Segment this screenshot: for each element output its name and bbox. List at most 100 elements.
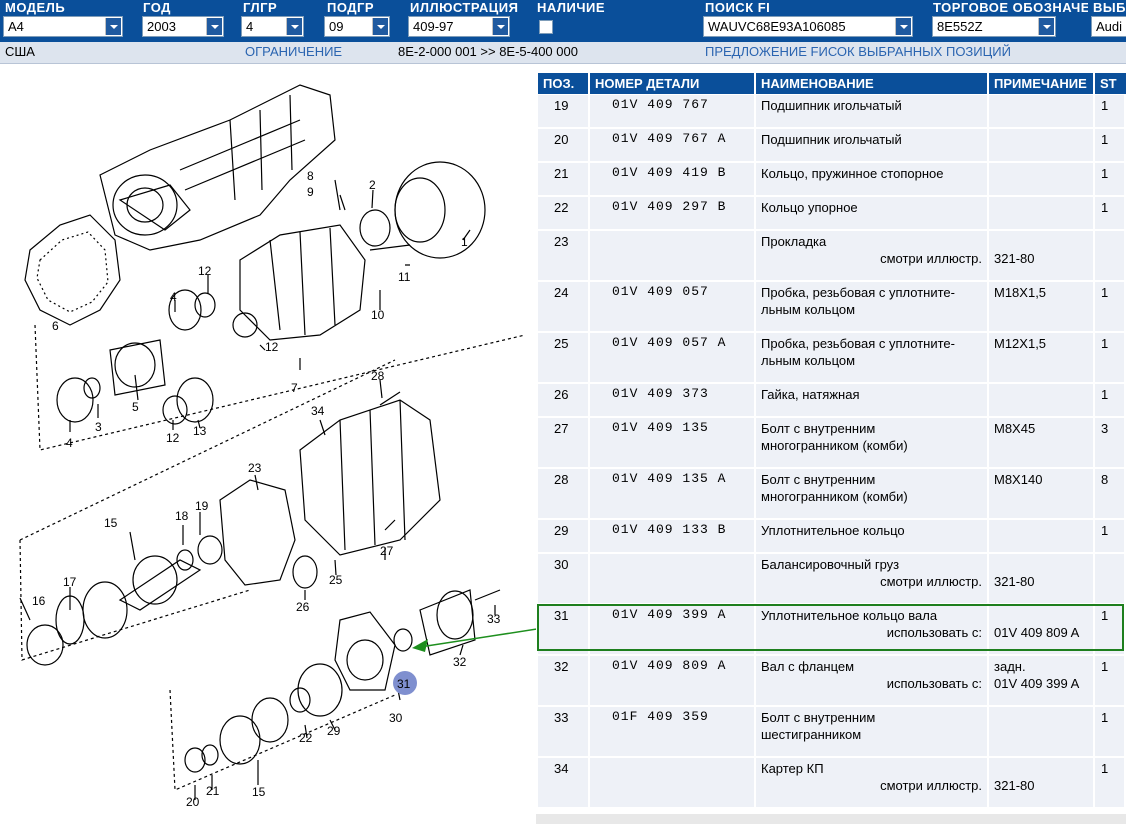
- table-cell: [590, 129, 756, 163]
- offer-link[interactable]: ПРЕДЛОЖЕНИЕ FИСОК ВЫБРАННЫХ ПОЗИЦИЙ: [705, 44, 1011, 59]
- part-name-cell: многогранником (комби): [761, 438, 908, 453]
- callout-label: 3: [95, 420, 102, 434]
- callout-label: 4: [66, 436, 73, 450]
- illustration-select[interactable]: 409-97: [408, 16, 510, 37]
- main-group-select[interactable]: 4: [241, 16, 304, 37]
- gearbox-case-drawing: [299, 399, 441, 556]
- callout-label: 9: [307, 185, 314, 199]
- table-cell: [590, 418, 756, 469]
- chevron-down-icon[interactable]: [1038, 18, 1054, 35]
- table-cell: [1095, 231, 1126, 282]
- part-name-cell: Кольцо, пружинное стопорное: [761, 166, 944, 181]
- position-cell: 19: [554, 98, 569, 113]
- callout-label: 6: [52, 319, 59, 333]
- part-name-cell: Балансировочный груз: [761, 557, 900, 572]
- callout-label: 19: [195, 499, 209, 513]
- exploded-diagram: 1 2 3 4 4 5 6 7 8 9 10 11 12 12 12 13 15…: [0, 64, 538, 824]
- gasket-drawing: [24, 214, 121, 326]
- selected-callout-marker[interactable]: [393, 671, 417, 695]
- table-cell: [1095, 95, 1126, 129]
- brand-select[interactable]: Audi: [1091, 16, 1126, 37]
- column-header-part-number[interactable]: НОМЕР ДЕТАЛИ: [590, 73, 754, 94]
- year-value: 2003: [147, 19, 176, 34]
- callout-label: 7: [291, 381, 298, 395]
- search-fi-select[interactable]: WAUVC68E93A106085: [703, 16, 913, 37]
- chevron-down-icon[interactable]: [492, 18, 508, 35]
- table-cell: [538, 469, 590, 520]
- chevron-down-icon[interactable]: [105, 18, 121, 35]
- callout-label: 34: [311, 404, 325, 418]
- table-cell: [989, 197, 1095, 231]
- table-cell: [756, 656, 989, 707]
- table-cell: [1095, 707, 1126, 758]
- table-cell: [756, 520, 989, 554]
- subgroup-select[interactable]: 09: [324, 16, 390, 37]
- part-number-cell: 01V 409 767 A: [612, 131, 727, 146]
- part-name-cell: многогранником (комби): [761, 489, 908, 504]
- subgroup-value: 09: [329, 19, 344, 34]
- trade-designation-select[interactable]: 8E552Z: [932, 16, 1056, 37]
- table-cell: [989, 129, 1095, 163]
- part-name-cell: льным кольцом: [761, 353, 856, 368]
- table-cell: [538, 197, 590, 231]
- callout-label: 23: [248, 461, 262, 475]
- quantity-cell: 1: [1101, 761, 1109, 776]
- column-header-pos[interactable]: ПОЗ.: [538, 73, 588, 94]
- horizontal-scrollbar[interactable]: [536, 814, 1126, 824]
- callout-label: 31: [397, 677, 411, 691]
- brand-value: Audi: [1096, 19, 1123, 34]
- table-cell: [1095, 129, 1126, 163]
- column-header-name[interactable]: НАИМЕНОВАНИЕ: [756, 73, 987, 94]
- quantity-cell: 1: [1101, 336, 1109, 351]
- year-select[interactable]: 2003: [142, 16, 224, 37]
- callout-label: 15: [252, 785, 266, 799]
- position-cell: 30: [554, 557, 569, 572]
- callout-label: 12: [166, 431, 180, 445]
- table-cell: [756, 469, 989, 520]
- chevron-down-icon[interactable]: [372, 18, 388, 35]
- sub-note-cell: 01V 409 399 A: [994, 676, 1080, 691]
- part-number-cell: 01V 409 399 A: [612, 607, 727, 622]
- part-number-cell: 01V 409 419 B: [612, 165, 727, 180]
- select-label: ВЫБ: [1093, 0, 1126, 15]
- table-cell: [989, 520, 1095, 554]
- availability-checkbox[interactable]: [539, 20, 553, 34]
- quantity-cell: 1: [1101, 710, 1109, 725]
- part-name-cell: Уплотнительное кольцо вала: [761, 608, 938, 623]
- chevron-down-icon[interactable]: [206, 18, 222, 35]
- table-cell: [1095, 333, 1126, 384]
- chevron-down-icon[interactable]: [895, 18, 911, 35]
- model-select[interactable]: A4: [3, 16, 123, 37]
- column-header-note[interactable]: ПРИМЕЧАНИЕ: [989, 73, 1093, 94]
- table-cell: [590, 231, 756, 282]
- sub-label-cell: использовать с:: [886, 676, 982, 691]
- table-cell: [538, 163, 590, 197]
- part-number-cell: 01V 409 767: [612, 97, 709, 112]
- position-cell: 32: [554, 659, 569, 674]
- table-cell: [1095, 554, 1126, 605]
- callout-label: 30: [389, 711, 403, 725]
- chevron-down-icon[interactable]: [286, 18, 302, 35]
- part-number-cell: 01V 409 135: [612, 420, 709, 435]
- sub-label-cell: использовать с:: [886, 625, 982, 640]
- column-header-qty[interactable]: ST: [1095, 73, 1126, 94]
- part-number-cell: 01V 409 133 B: [612, 522, 727, 537]
- callout-label: 12: [265, 340, 279, 354]
- region-text: США: [5, 44, 35, 59]
